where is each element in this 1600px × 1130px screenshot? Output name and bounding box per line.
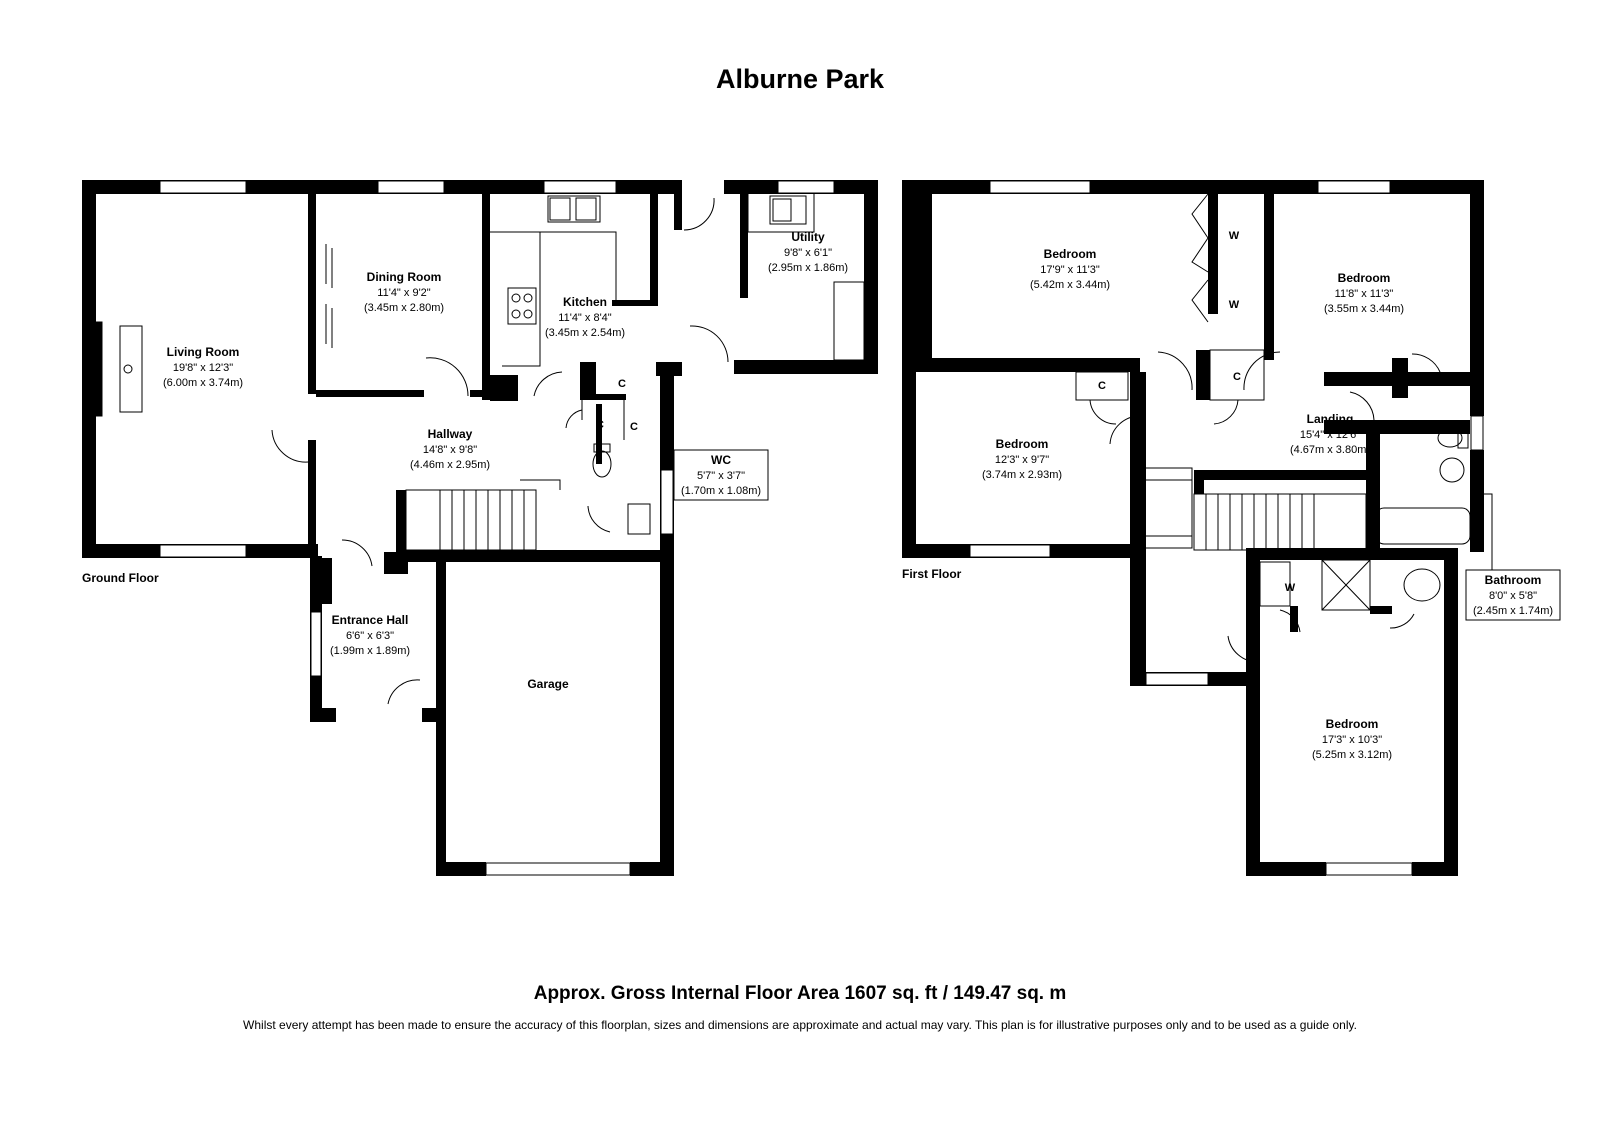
entrance-hall-metric: (1.99m x 1.89m)	[330, 645, 410, 657]
utility-name: Utility	[791, 230, 825, 244]
kitchen-metric: (3.45m x 2.54m)	[545, 327, 625, 339]
bedroom-2-name: Bedroom	[1338, 271, 1391, 285]
entrance-hall-name: Entrance Hall	[332, 613, 409, 627]
living-room-name: Living Room	[167, 345, 240, 359]
first-floor-walls	[902, 180, 1484, 876]
wardrobe-mark: W	[1229, 299, 1240, 311]
bathroom-label-box: Bathroom 8'0" x 5'8" (2.45m x 1.74m)	[1465, 569, 1561, 621]
hallway-metric: (4.46m x 2.95m)	[410, 459, 490, 471]
cupboard-mark: C	[596, 419, 604, 431]
bathroom-imperial: 8'0" x 5'8"	[1489, 590, 1537, 602]
plan-title: Alburne Park	[715, 64, 885, 94]
first-floor-label: First Floor	[902, 567, 962, 581]
bathroom-metric: (2.45m x 1.74m)	[1473, 605, 1553, 617]
cupboard-mark: C	[1098, 380, 1106, 392]
dining-room-name: Dining Room	[367, 270, 442, 284]
wc-imperial: 5'7" x 3'7"	[697, 470, 745, 482]
bedroom-1-imperial: 17'9" x 11'3"	[1040, 264, 1100, 276]
utility-metric: (2.95m x 1.86m)	[768, 262, 848, 274]
hallway-name: Hallway	[428, 427, 473, 441]
cupboard-mark: C	[630, 421, 638, 433]
landing-imperial: 15'4" x 12'6"	[1300, 429, 1360, 441]
bedroom-1-metric: (5.42m x 3.44m)	[1030, 279, 1110, 291]
bedroom-3-metric: (3.74m x 2.93m)	[982, 469, 1062, 481]
floor-area-text: Approx. Gross Internal Floor Area 1607 s…	[533, 983, 1067, 1004]
wc-metric: (1.70m x 1.08m)	[681, 485, 761, 497]
ground-floor-fittings	[95, 194, 865, 705]
bathroom-name: Bathroom	[1485, 573, 1542, 587]
bedroom-4-metric: (5.25m x 3.12m)	[1312, 749, 1392, 761]
kitchen-name: Kitchen	[563, 295, 607, 309]
first-floor-windows	[969, 180, 1484, 876]
ground-floor-label: Ground Floor	[82, 571, 159, 585]
landing-name: Landing	[1307, 412, 1354, 426]
storage-marks: C C C C C W W W	[596, 230, 1296, 594]
bedroom-2-imperial: 11'8" x 11'3"	[1335, 288, 1394, 300]
living-room-metric: (6.00m x 3.74m)	[163, 377, 243, 389]
bedroom-3-name: Bedroom	[996, 437, 1049, 451]
bedroom-2-metric: (3.55m x 3.44m)	[1324, 303, 1404, 315]
utility-imperial: 9'8" x 6'1"	[784, 247, 832, 259]
cupboard-mark: C	[618, 378, 626, 390]
room-labels: Living Room 19'8" x 12'3" (6.00m x 3.74m…	[163, 230, 1404, 761]
first-floor-fittings	[664, 193, 1493, 663]
ground-floor-walls	[82, 180, 878, 876]
bedroom-1-name: Bedroom	[1044, 247, 1097, 261]
cupboard-mark: C	[1233, 371, 1241, 383]
garage-name: Garage	[527, 677, 569, 691]
hallway-imperial: 14'8" x 9'8"	[423, 444, 477, 456]
wc-name: WC	[711, 453, 731, 467]
landing-metric: (4.67m x 3.80m)	[1290, 444, 1370, 456]
bedroom-3-imperial: 12'3" x 9'7"	[995, 454, 1049, 466]
bedroom-4-imperial: 17'3" x 10'3"	[1322, 734, 1382, 746]
entrance-hall-imperial: 6'6" x 6'3"	[346, 630, 394, 642]
wardrobe-mark: W	[1229, 230, 1240, 242]
dining-room-metric: (3.45m x 2.80m)	[364, 302, 444, 314]
bedroom-4-name: Bedroom	[1326, 717, 1379, 731]
disclaimer-text: Whilst every attempt has been made to en…	[243, 1018, 1357, 1032]
wardrobe-mark: W	[1285, 582, 1296, 594]
living-room-imperial: 19'8" x 12'3"	[173, 362, 233, 374]
wc-label-box: WC 5'7" x 3'7" (1.70m x 1.08m)	[673, 449, 769, 501]
ground-floor-windows	[159, 180, 835, 876]
dining-room-imperial: 11'4" x 9'2"	[377, 287, 430, 299]
kitchen-imperial: 11'4" x 8'4"	[558, 312, 611, 324]
